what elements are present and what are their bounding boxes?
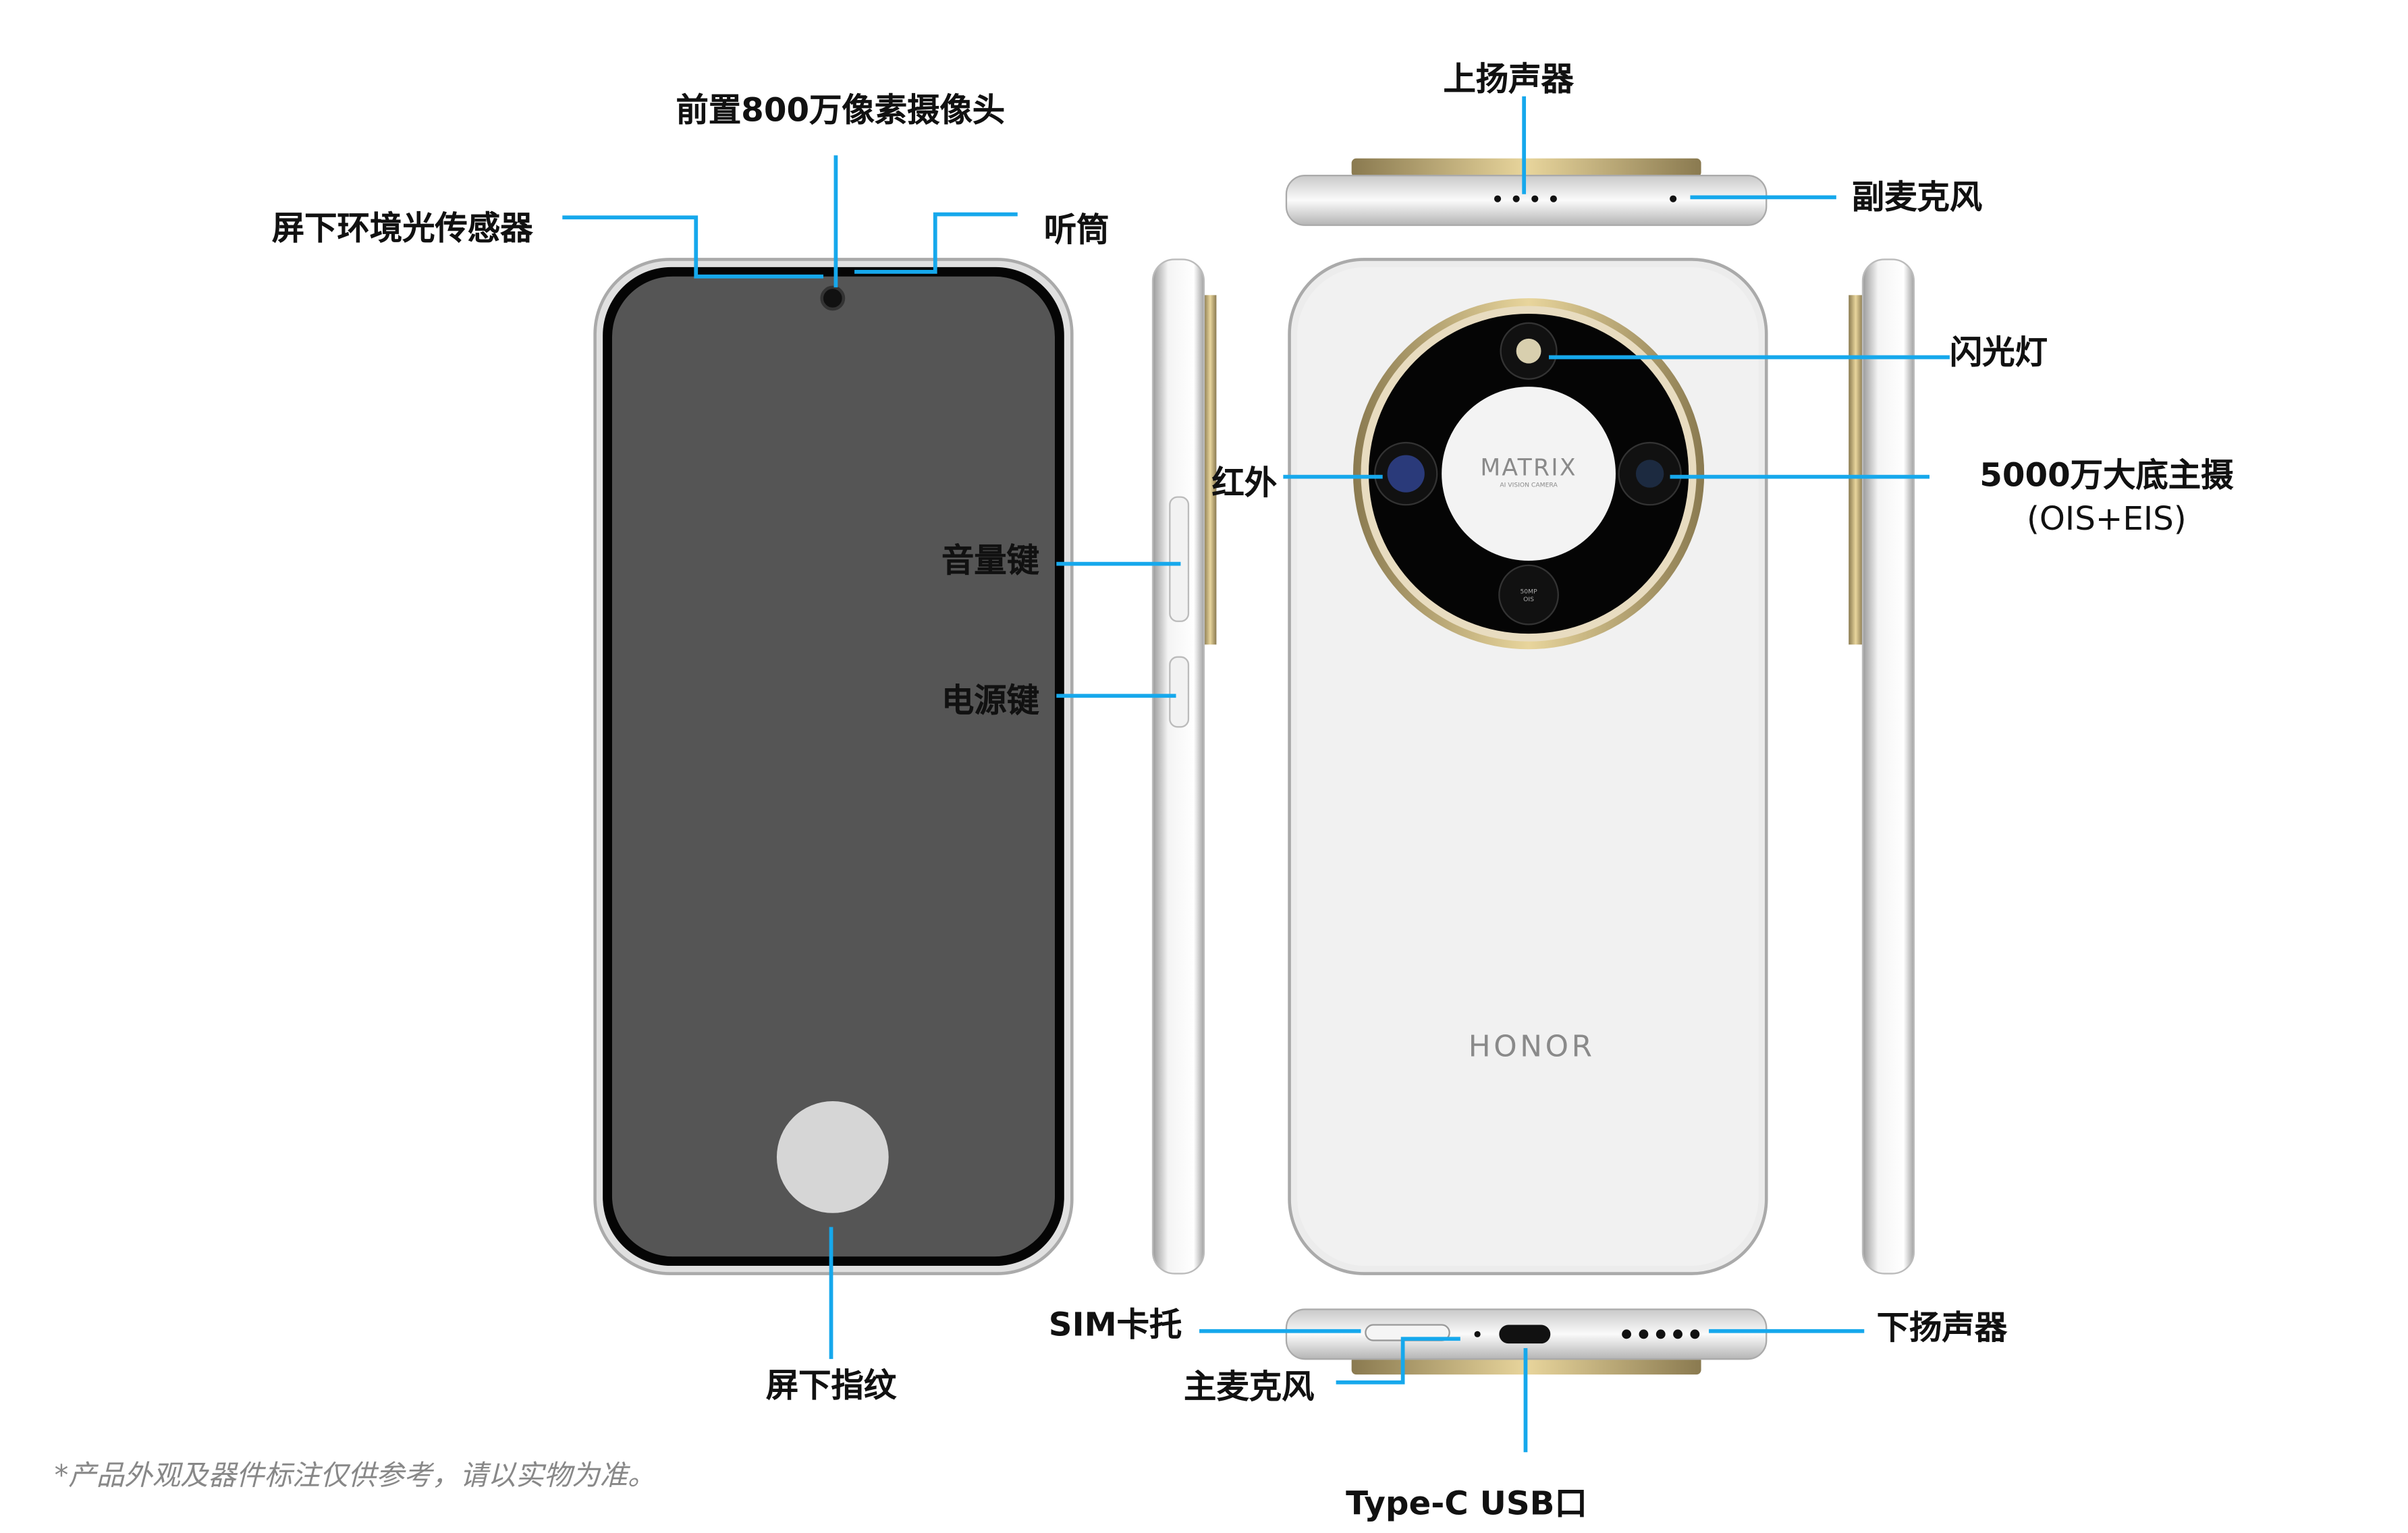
- label-secondary-mic: 副麦克风: [1851, 178, 1983, 216]
- callout-earpiece: [854, 212, 1018, 274]
- label-bottom-speaker: 下扬声器: [1876, 1309, 2008, 1347]
- matrix-camera-text: MATRIX: [1480, 453, 1577, 482]
- matrix-camera-subtext: AI VISION CAMERA: [1500, 480, 1558, 489]
- callout-main-mic: [1336, 1337, 1460, 1385]
- flash: [1516, 338, 1541, 364]
- lens-ois-text: 50MP OIS: [1520, 587, 1537, 603]
- bottom-view-phone: [1285, 1308, 1768, 1375]
- label-sim-tray: SIM卡托: [1048, 1306, 1182, 1344]
- label-earpiece: 听筒: [1043, 211, 1110, 249]
- honor-logo: HONOR: [1468, 1030, 1595, 1064]
- label-main-camera-ois: (OIS+EIS): [2027, 500, 2187, 538]
- label-main-mic: 主麦克风: [1184, 1368, 1315, 1406]
- label-usb-port: Type-C USB口: [1346, 1484, 1587, 1522]
- label-flash: 闪光灯: [1949, 333, 2048, 372]
- infrared-lens: [1387, 455, 1425, 493]
- label-front-camera: 前置800万像素摄像头: [676, 91, 1006, 130]
- callout-lines: [562, 96, 1950, 1453]
- power-key: [1169, 656, 1190, 728]
- front-camera-hole: [820, 285, 846, 311]
- volume-key: [1169, 496, 1190, 622]
- left-side-view-phone: [1151, 258, 1217, 1275]
- right-side-view-phone: [1849, 258, 1915, 1275]
- label-ambient-light-sensor: 屏下环境光传感器: [271, 209, 533, 248]
- usb-port: [1499, 1325, 1551, 1344]
- label-infrared: 红外: [1211, 464, 1278, 502]
- label-power-key: 电源键: [941, 681, 1039, 719]
- main-camera-lens: [1635, 459, 1664, 488]
- top-view-phone: [1285, 158, 1768, 226]
- fingerprint-area: [776, 1101, 889, 1213]
- label-volume-key: 音量键: [941, 542, 1039, 580]
- back-view-phone: [1288, 258, 1768, 1275]
- footnote: *产品外观及器件标注仅供参考，请以实物为准。: [54, 1459, 656, 1493]
- label-fingerprint: 屏下指纹: [765, 1366, 897, 1404]
- label-main-camera: 5000万大底主摄: [1979, 456, 2234, 495]
- label-top-speaker: 上扬声器: [1443, 60, 1574, 99]
- callout-ambient-sensor: [562, 215, 824, 279]
- front-view-phone: [593, 258, 1074, 1275]
